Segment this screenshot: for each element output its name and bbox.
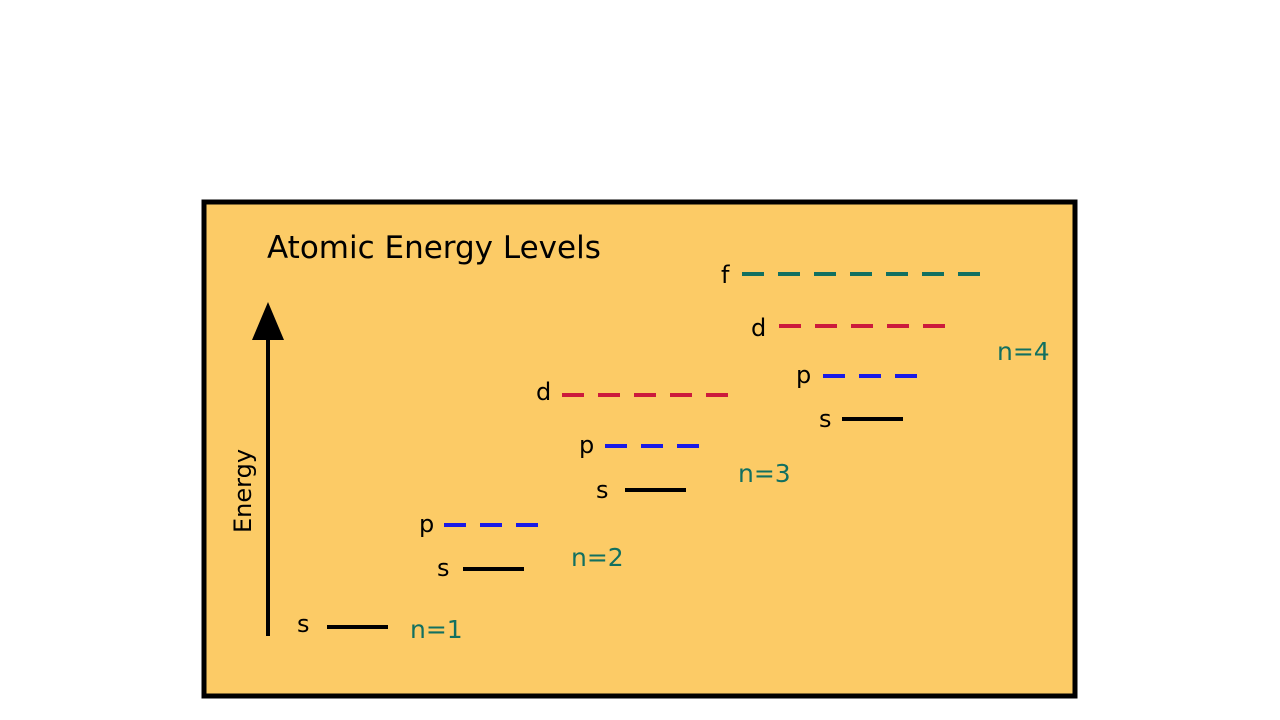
shell-label-n2: n=2 [571,543,624,572]
level-label-3p: p [579,431,594,459]
level-label-3s: s [596,476,609,504]
energy-axis-arrowhead [252,302,284,340]
level-label-4d: d [751,314,766,342]
level-label-1s: s [297,610,310,638]
shell-label-n1: n=1 [410,615,463,644]
level-label-3d: d [536,378,551,406]
shell-label-n4: n=4 [997,337,1050,366]
level-label-4s: s [819,405,832,433]
energy-axis-label: Energy [229,449,257,533]
level-label-2p: p [419,510,434,538]
shell-label-n3: n=3 [738,459,791,488]
level-label-4p: p [796,361,811,389]
shell-labels: n=1 n=2 n=3 n=4 [410,337,1050,644]
level-label-2s: s [437,554,450,582]
level-label-4f: f [721,261,730,289]
diagram-panel [201,199,1078,699]
diagram-title: Atomic Energy Levels [267,230,601,266]
